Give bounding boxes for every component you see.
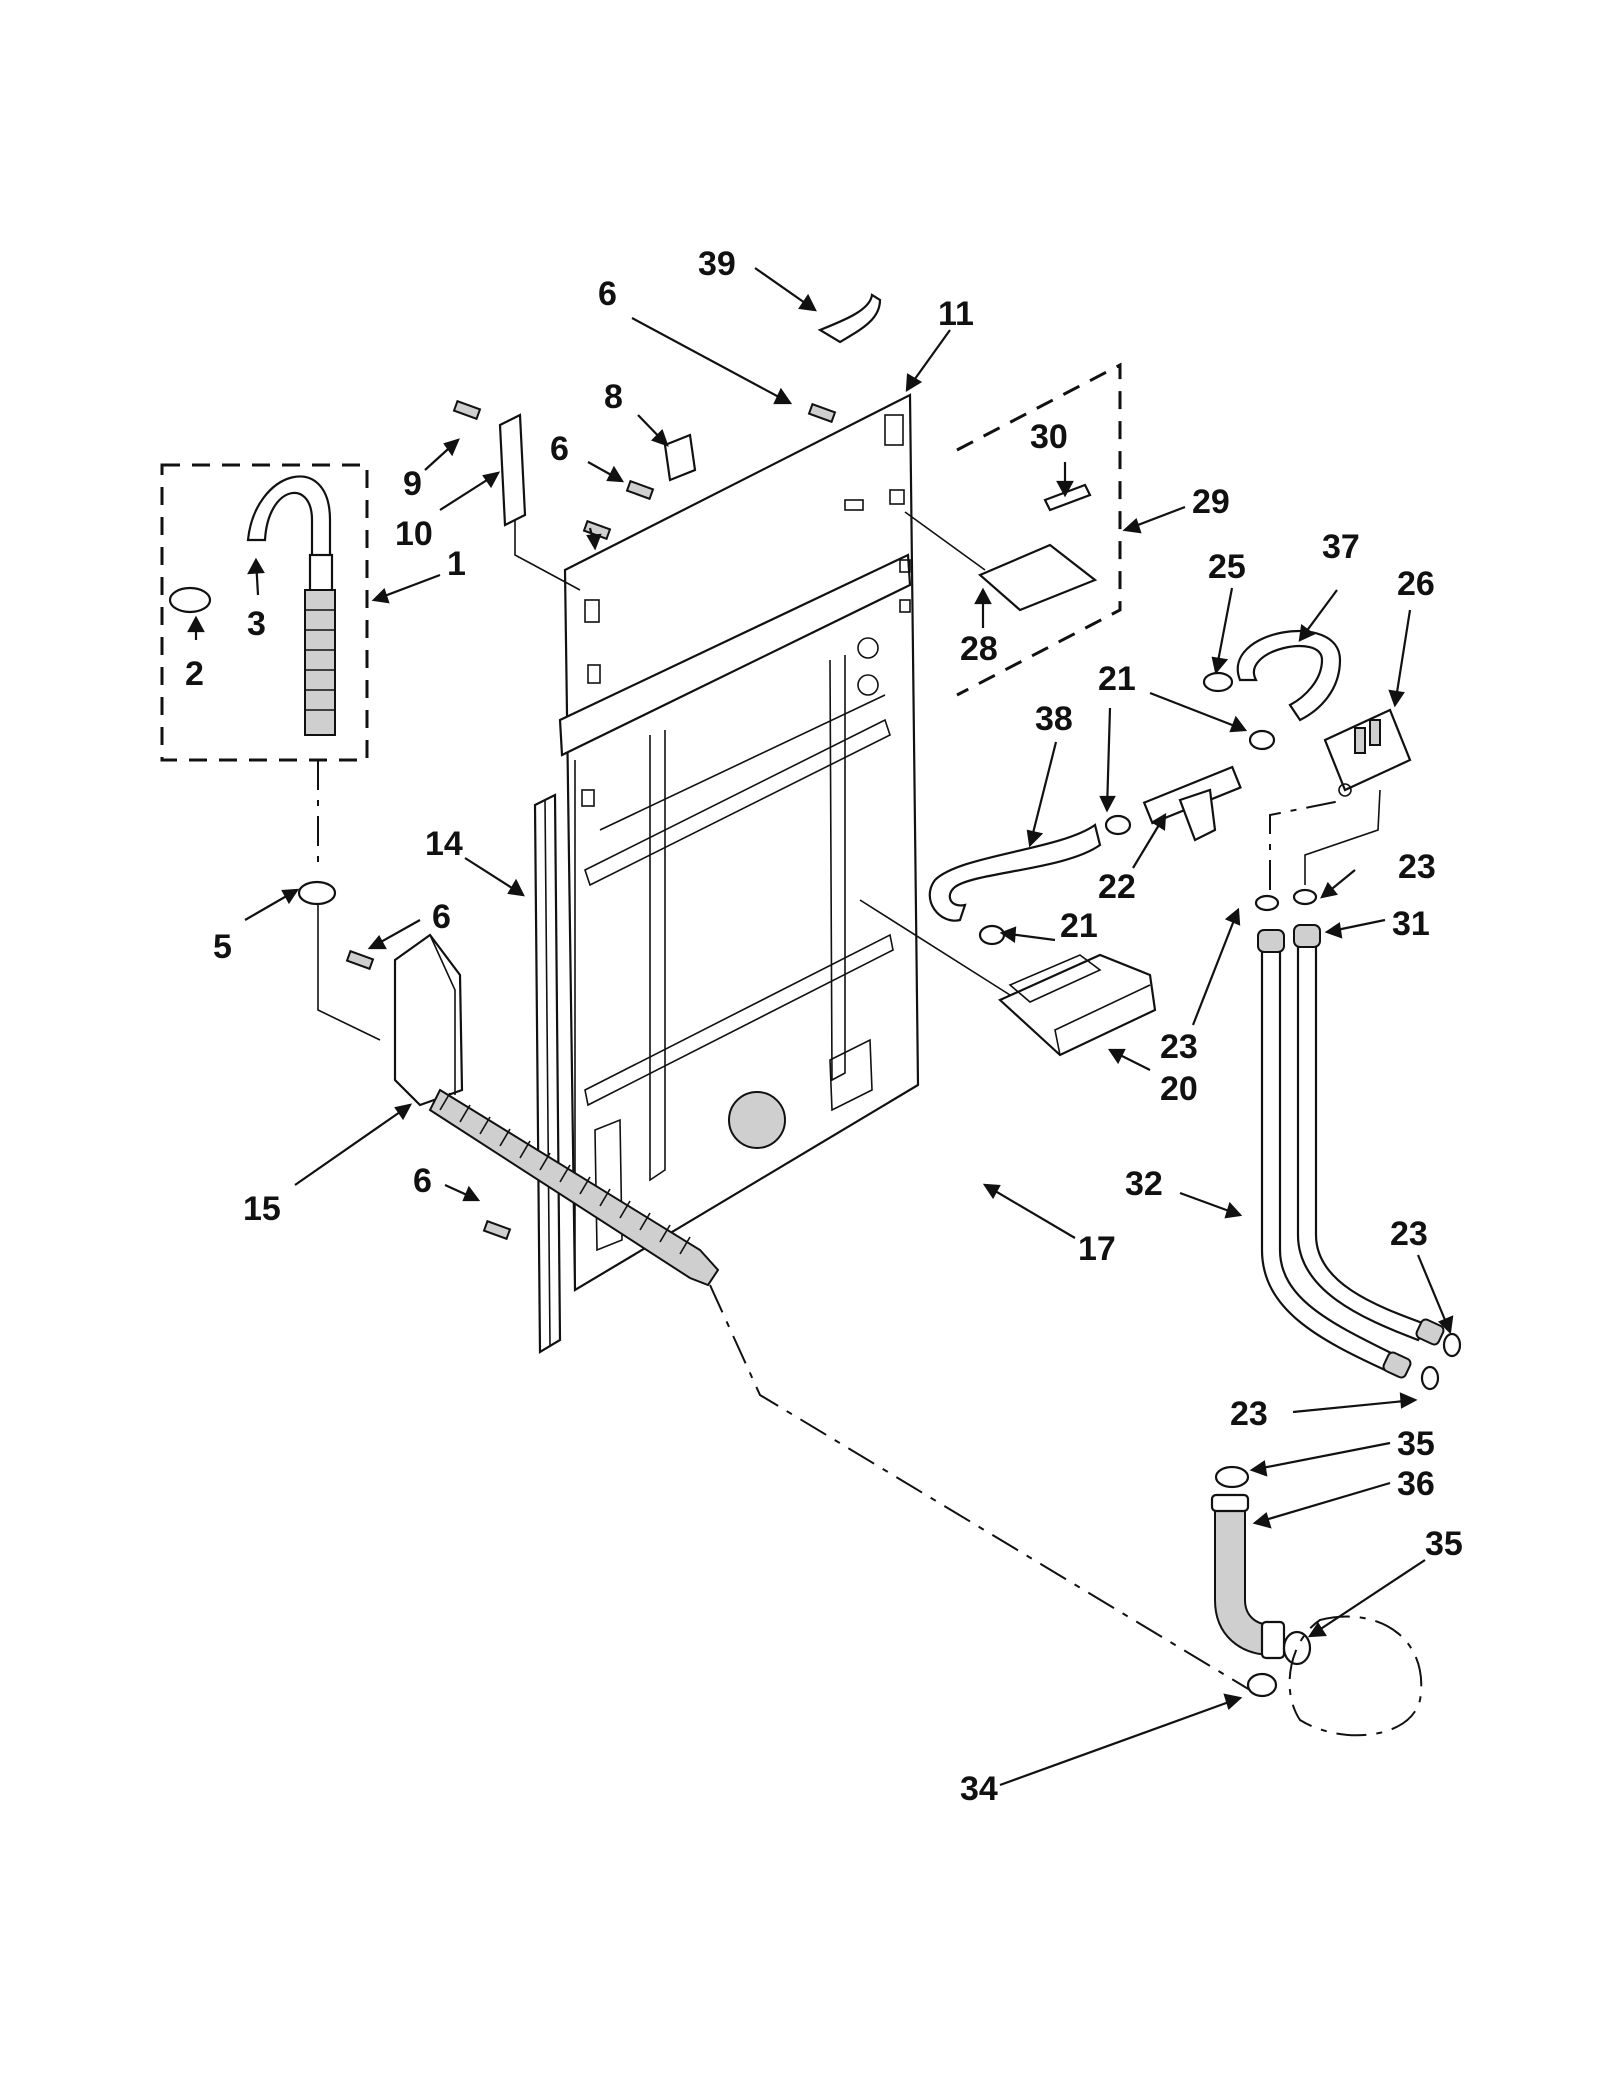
callout-15: 15 <box>243 1190 281 1228</box>
clamp-5 <box>297 880 337 906</box>
hose-37 <box>1236 630 1342 722</box>
hose-38 <box>928 823 1102 922</box>
bracket-15 <box>393 933 464 1107</box>
bracket-28 <box>977 543 1098 612</box>
callout-37: 37 <box>1322 528 1360 566</box>
callout-36: 36 <box>1397 1465 1435 1503</box>
callout-39: 39 <box>698 245 736 283</box>
callout-17: 17 <box>1078 1230 1116 1268</box>
callout-21: 21 <box>1098 660 1136 698</box>
callout-35: 35 <box>1397 1425 1435 1463</box>
callout-labels: 39 11 6 8 30 9 6 29 10 1 25 37 26 3 28 2… <box>185 245 1463 1808</box>
bracket-8 <box>663 433 697 482</box>
hose-3 <box>246 475 336 736</box>
callout-21: 21 <box>1060 907 1098 945</box>
callout-6: 6 <box>432 898 451 936</box>
hinge-10 <box>498 413 527 527</box>
side-strip <box>533 793 562 1354</box>
callout-20: 20 <box>1160 1070 1198 1108</box>
label-30 <box>1043 483 1092 512</box>
callout-30: 30 <box>1030 418 1068 456</box>
kit-29-box <box>956 362 1122 697</box>
callout-29: 29 <box>1192 483 1230 521</box>
pump-outline <box>1288 1615 1423 1737</box>
clamp-35-low <box>1282 1630 1312 1666</box>
callout-23: 23 <box>1230 1395 1268 1433</box>
water-valve-26 <box>1323 708 1412 797</box>
callout-23: 23 <box>1390 1215 1428 1253</box>
callout-1: 1 <box>447 545 466 583</box>
hose-36 <box>1210 1493 1286 1660</box>
drain-hose <box>428 1088 720 1287</box>
callout-2: 2 <box>185 655 204 693</box>
callout-22: 22 <box>1098 868 1136 906</box>
callout-38: 38 <box>1035 700 1073 738</box>
dispenser-20 <box>998 953 1157 1057</box>
callout-32: 32 <box>1125 1165 1163 1203</box>
callout-14: 14 <box>425 825 463 863</box>
clamp-21-low <box>978 924 1006 946</box>
clamp-2 <box>168 586 212 614</box>
callout-8: 8 <box>604 378 623 416</box>
callout-10: 10 <box>395 515 433 553</box>
clamp-35-top <box>1214 1465 1250 1489</box>
callout-6: 6 <box>413 1162 432 1200</box>
inlet-hoses-32 <box>1257 924 1445 1379</box>
clamp-21-mid <box>1104 814 1132 836</box>
callout-11: 11 <box>938 295 974 333</box>
clamp-21-top <box>1248 729 1276 751</box>
callout-26: 26 <box>1397 565 1435 603</box>
clamp-25 <box>1202 671 1234 693</box>
clamp-34 <box>1246 1672 1278 1698</box>
washers-23 <box>1254 888 1462 1391</box>
callout-3: 3 <box>247 605 266 643</box>
callout-31: 31 <box>1392 905 1430 943</box>
callout-23: 23 <box>1398 848 1436 886</box>
connector-drain <box>709 1284 1251 1691</box>
callout-35: 35 <box>1425 1525 1463 1563</box>
callout-6: 6 <box>598 275 617 313</box>
callout-28: 28 <box>960 630 998 668</box>
callout-6: 6 <box>550 430 569 468</box>
callout-5: 5 <box>213 928 232 966</box>
callout-25: 25 <box>1208 548 1246 586</box>
callout-23: 23 <box>1160 1028 1198 1066</box>
callout-9: 9 <box>403 465 422 503</box>
callout-34: 34 <box>960 1770 998 1808</box>
rear-panel <box>558 393 920 1292</box>
leader-lines <box>187 267 1454 1787</box>
fitting-22 <box>1142 765 1242 842</box>
kit-1-box <box>160 463 369 762</box>
clip-39 <box>817 293 882 344</box>
